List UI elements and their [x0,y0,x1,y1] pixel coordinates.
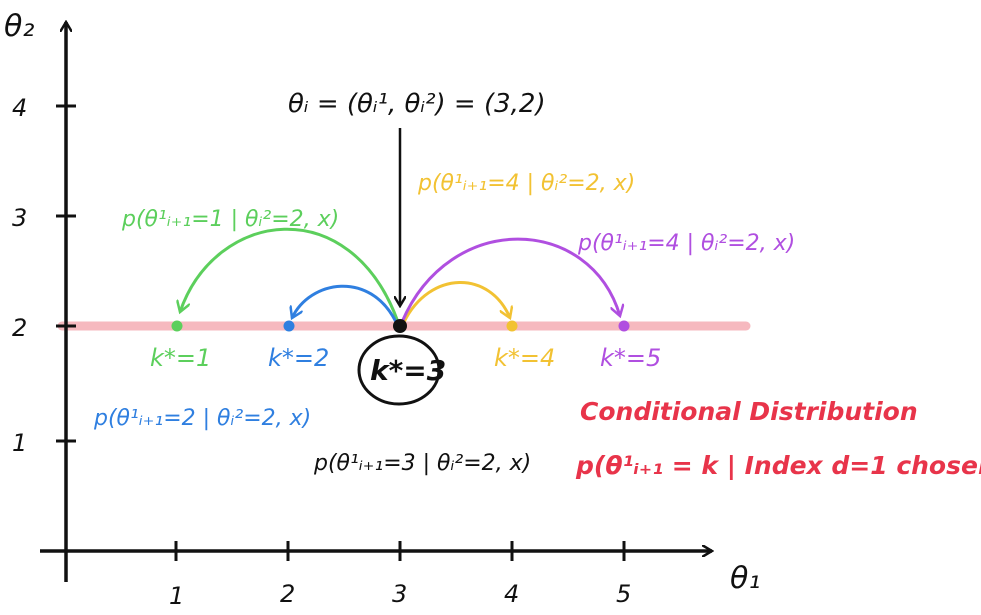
prob-label-k2: p(θ¹ᵢ₊₁=2 | θᵢ²=2, x) [93,406,311,431]
arc-to-k2 [292,284,398,323]
k3-circle [357,334,441,406]
y-tick-1: 1 [12,429,27,457]
current-point-label: θᵢ = (θᵢ¹, θᵢ²) = (3,2) [288,89,546,119]
prob-label-k1: p(θ¹ᵢ₊₁=1 | θᵢ²=2, x) [121,207,339,232]
k-label-5: k*=5 [600,344,661,372]
point-k3 [393,319,407,333]
y-tick-2: 2 [12,314,27,342]
x-ticks [174,541,626,561]
k-label-3: k*=3 [370,354,446,387]
arc-to-k4 [402,281,510,323]
point-k5 [618,320,630,332]
arc-to-k5 [400,237,620,323]
point-k1 [171,320,183,332]
x-tick-1: 1 [169,582,184,610]
prob-label-k3: p(θ¹ᵢ₊₁=3 | θᵢ²=2, x) [313,451,531,476]
y-axis-label: θ₂ [4,9,34,44]
y-ticks [56,104,76,443]
x-tick-5: 5 [616,580,631,608]
k-label-1: k*=1 [150,344,211,372]
point-k2 [283,320,295,332]
conditional-formula: p(θ¹ᵢ₊₁ = k | Index d=1 chosen) [575,451,981,480]
y-tick-3: 3 [12,204,27,232]
k-label-4: k*=4 [494,344,555,372]
x-tick-4: 4 [504,580,519,608]
k-label-2: k*=2 [268,344,329,372]
arc-to-k1 [180,227,400,323]
x-axis-label: θ₁ [730,561,760,596]
point-k4 [506,320,518,332]
conditional-title: Conditional Distribution [580,397,918,426]
y-tick-4: 4 [12,94,27,122]
x-tick-2: 2 [280,580,295,608]
x-tick-3: 3 [392,580,407,608]
prob-label-k4: p(θ¹ᵢ₊₁=4 | θᵢ²=2, x) [417,171,635,196]
prob-label-k5: p(θ¹ᵢ₊₁=4 | θᵢ²=2, x) [577,231,795,256]
